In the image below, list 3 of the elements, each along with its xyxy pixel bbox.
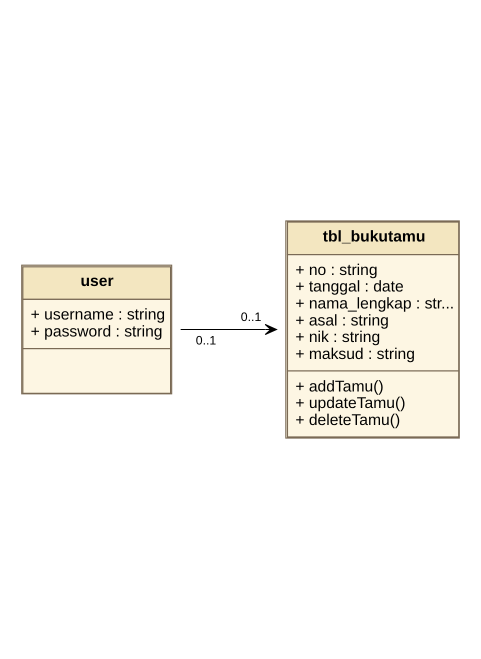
arrow [180, 324, 277, 336]
label: 0..1 [196, 333, 216, 348]
label: 0..1 [240, 310, 262, 324]
